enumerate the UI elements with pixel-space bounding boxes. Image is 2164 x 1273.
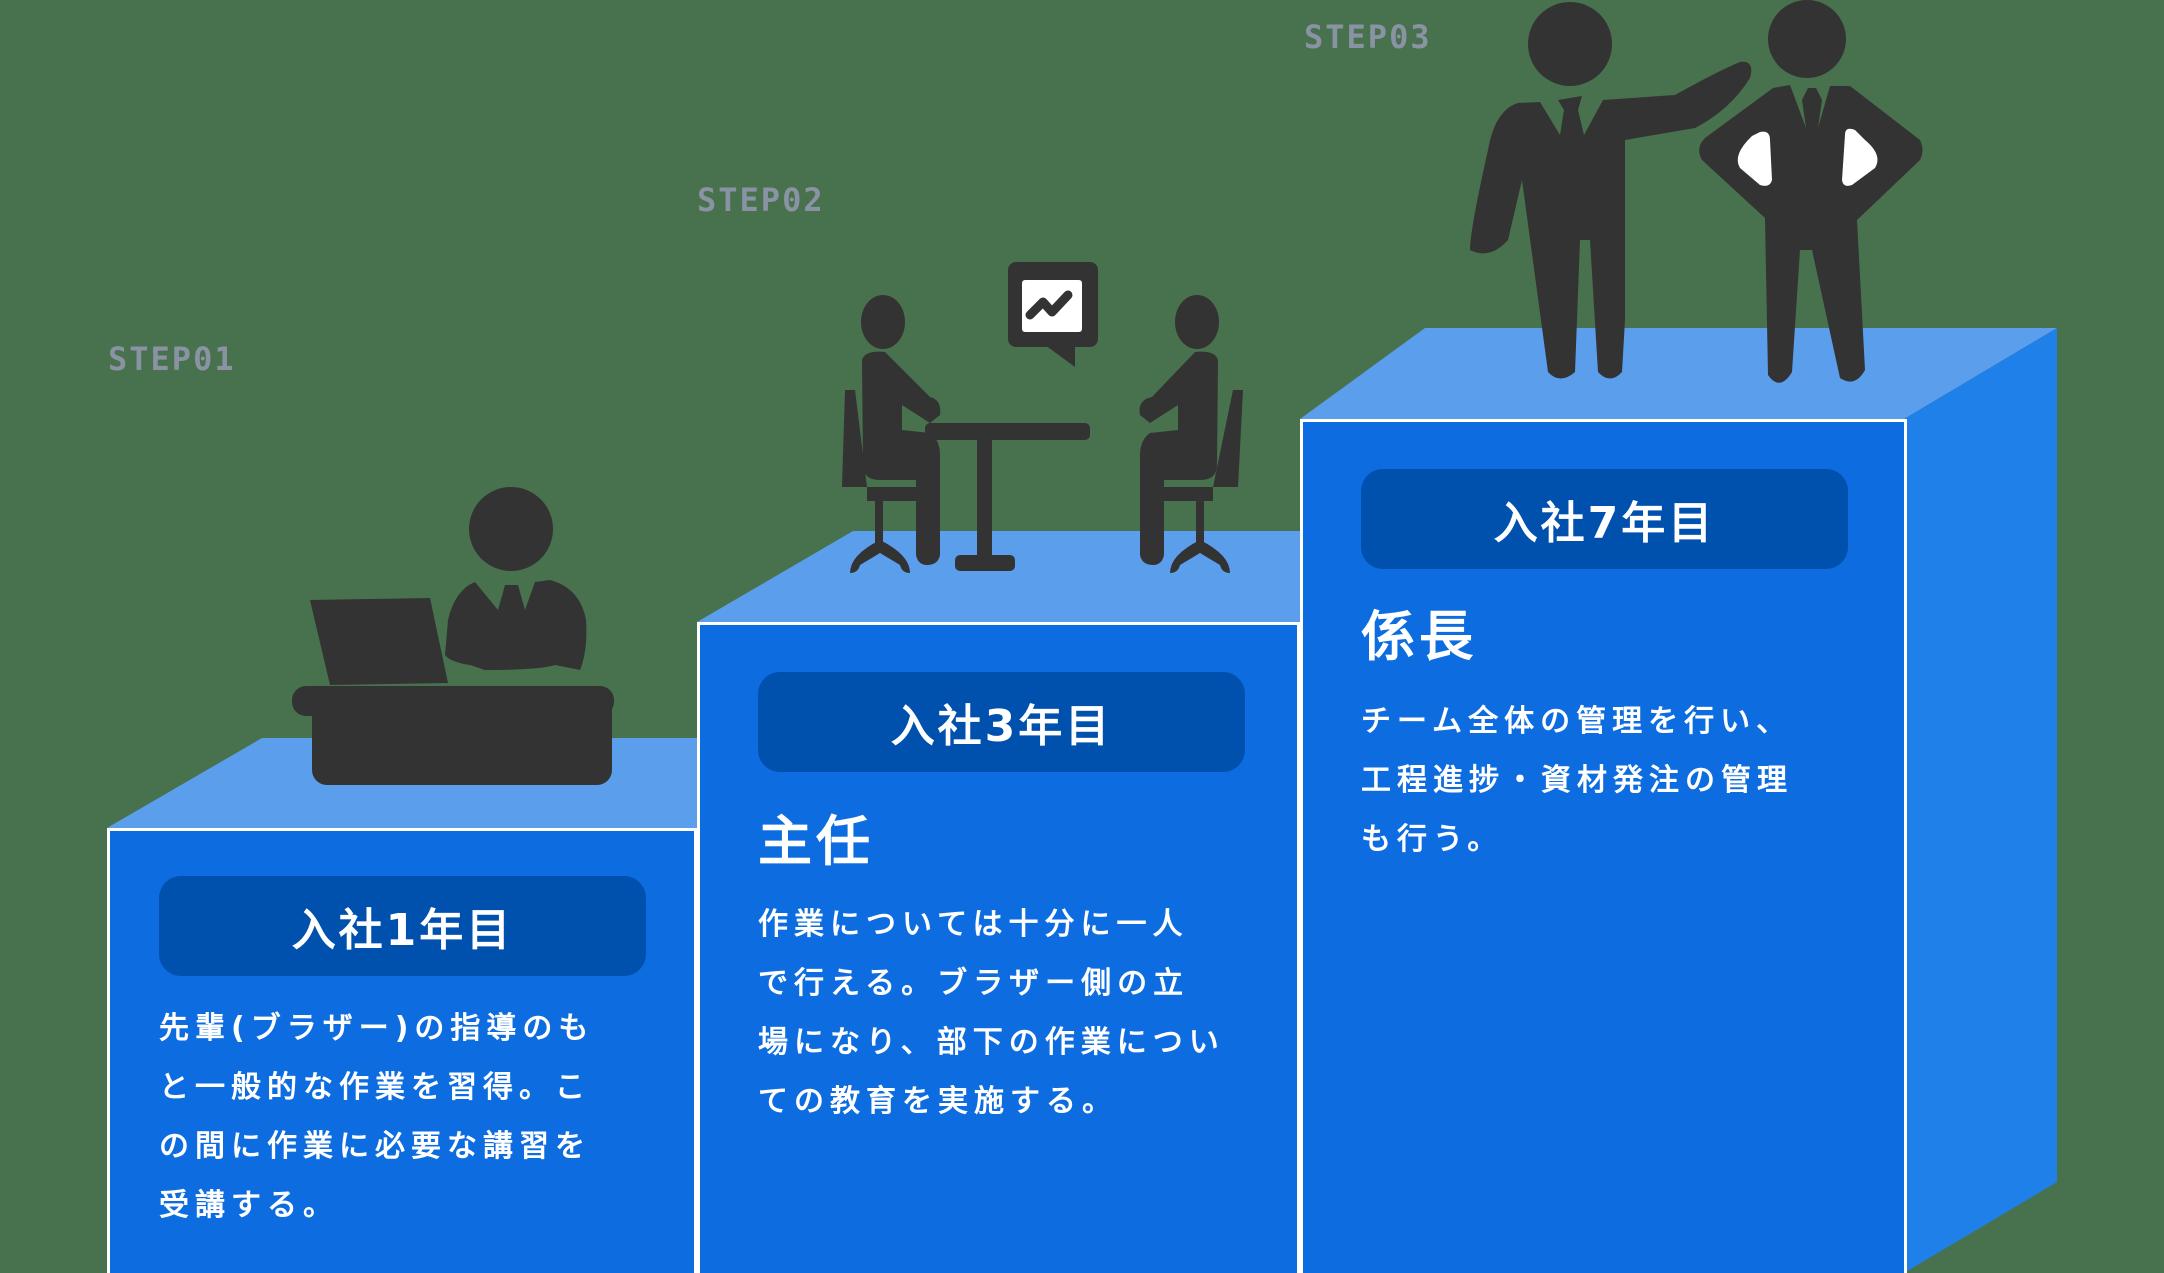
step3-label: STEP03 <box>1304 18 1432 56</box>
employee-at-laptop-icon <box>292 487 614 785</box>
step1-box: 入社1年目 先輩(ブラザー)の指導のも と一般的な作業を習得。こ の間に作業に必… <box>107 828 697 1273</box>
step2-tenure-badge: 入社3年目 <box>758 672 1245 772</box>
step1-label: STEP01 <box>108 340 236 378</box>
step2-label: STEP02 <box>697 181 825 219</box>
step3-box: 入社7年目 係長 チーム全体の管理を行い、 工程進捗・資材発注の管理 も行う。 <box>1300 419 1907 1273</box>
step2-description: 作業については十分に一人 で行える。ブラザー側の立 場になり、部下の作業につい … <box>758 907 1225 1119</box>
step3-description: チーム全体の管理を行い、 工程進捗・資材発注の管理 も行う。 <box>1361 704 1793 857</box>
step3-tenure-badge: 入社7年目 <box>1361 469 1848 569</box>
step1-description: 先輩(ブラザー)の指導のも と一般的な作業を習得。こ の間に作業に必要な講習を … <box>159 1011 595 1223</box>
step2-role-title: 主任 <box>758 810 874 873</box>
meeting-at-table-icon <box>842 262 1243 573</box>
step3-role-title: 係長 <box>1361 605 1477 668</box>
step2-box: 入社3年目 主任 作業については十分に一人 で行える。ブラザー側の立 場になり、… <box>697 622 1300 1273</box>
step3-side-face <box>1904 328 2057 1273</box>
step1-tenure-badge: 入社1年目 <box>159 876 646 976</box>
step3-top-face <box>1300 328 2057 419</box>
two-businessmen-icon <box>1470 0 1923 383</box>
